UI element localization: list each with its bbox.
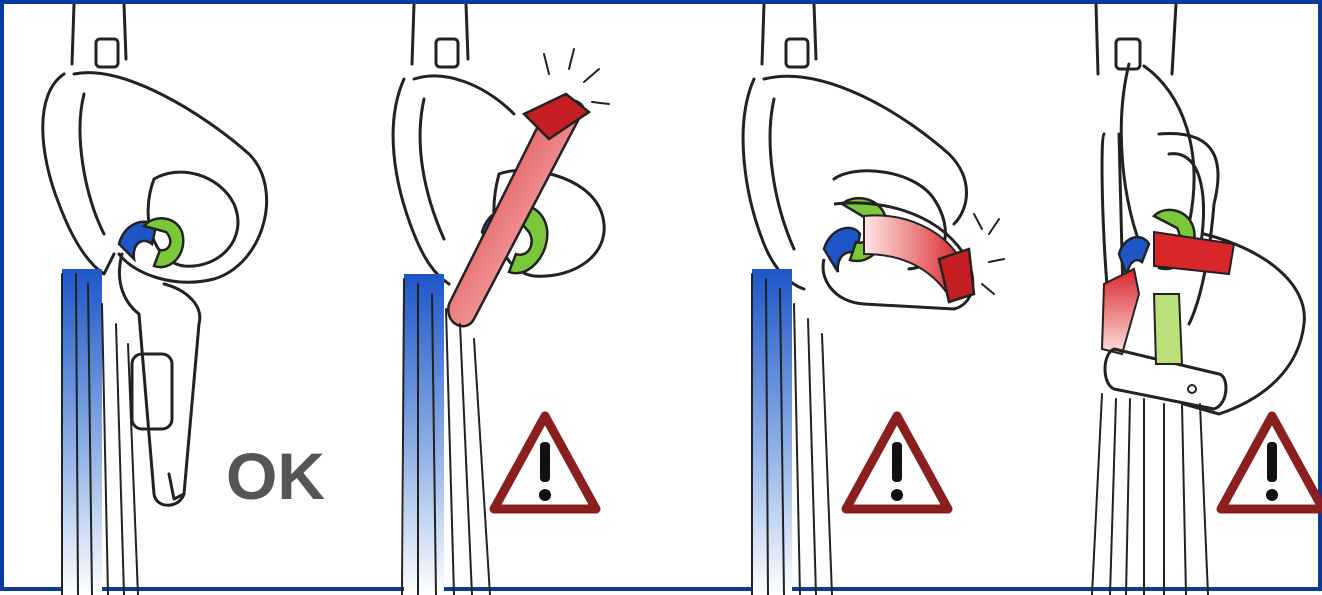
panel-1: OK — [43, 4, 326, 595]
panel-4 — [1092, 4, 1322, 595]
warning-triangle-icon — [494, 416, 596, 509]
panel-3 — [743, 4, 1004, 595]
warning-triangle-icon — [1221, 416, 1322, 509]
ok-label: OK — [226, 439, 325, 513]
warning-triangle-icon — [846, 416, 948, 509]
panel-2 — [393, 4, 609, 595]
carabiner-diagram: OK — [4, 4, 1322, 595]
